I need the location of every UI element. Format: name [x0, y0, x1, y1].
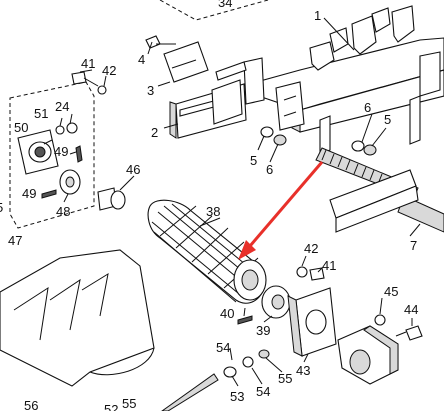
- label-5-left: 5: [250, 153, 257, 168]
- label-55-bottom: 55: [122, 396, 136, 411]
- grease-fitting-51: [55, 122, 78, 135]
- label-34: 34: [218, 0, 232, 10]
- bracket-2: [169, 57, 265, 139]
- bolt-4: [145, 35, 176, 49]
- bracket-slotted: [275, 81, 305, 131]
- label-7: 7: [410, 238, 417, 253]
- label-1: 1: [314, 8, 321, 23]
- label-2: 2: [151, 125, 158, 140]
- bolt-44: [395, 325, 423, 341]
- label-41-upper: 41: [81, 56, 95, 71]
- label-41-right: 41: [322, 258, 336, 273]
- label-43: 43: [296, 363, 310, 378]
- label-42-upper: 42: [102, 63, 116, 78]
- label-46: 46: [126, 162, 140, 177]
- bearing-housing-50: [17, 129, 59, 175]
- label-4: 4: [138, 52, 145, 67]
- bearing-48: [59, 169, 81, 195]
- pin-40: [237, 315, 253, 325]
- conveyor-belt-56: [0, 249, 155, 387]
- label-54-bottom: 54: [256, 384, 270, 399]
- label-56: 56: [24, 398, 38, 411]
- pin-49: [41, 145, 83, 199]
- label-45: 45: [384, 284, 398, 299]
- label-24: 24: [55, 99, 69, 114]
- threaded-rod-bottom: [161, 373, 219, 411]
- label-39: 39: [256, 323, 270, 338]
- bolt-41-upper: [71, 71, 107, 95]
- bearing-housing-43: [287, 287, 337, 357]
- label-49-upper: 49: [54, 144, 68, 159]
- shaft-stub-46: [97, 187, 126, 211]
- label-48: 48: [56, 204, 70, 219]
- label-53: 53: [230, 389, 244, 404]
- label-6-bottom: 6: [266, 162, 273, 177]
- roller-38: [147, 199, 267, 304]
- hydraulic-motor: [337, 325, 399, 385]
- plate-3: [163, 41, 209, 83]
- label-42-right: 42: [304, 241, 318, 256]
- label-3: 3: [147, 83, 154, 98]
- label-5-edge: 5: [0, 200, 3, 215]
- washers-lower: [223, 349, 270, 378]
- label-52: 52: [104, 402, 118, 411]
- label-44: 44: [404, 302, 418, 317]
- label-49-lower: 49: [22, 186, 36, 201]
- label-50: 50: [14, 120, 28, 135]
- callout-box-34: [159, 0, 269, 21]
- label-51: 51: [34, 106, 48, 121]
- bolt-41-right: [296, 266, 325, 281]
- washer-45: [374, 314, 386, 326]
- nut-washer-lower: [260, 126, 287, 146]
- label-38: 38: [206, 204, 220, 219]
- nut-washer-upper: [351, 140, 377, 156]
- leader-lines: [43, 17, 421, 387]
- label-6-top: 6: [364, 100, 371, 115]
- label-47: 47: [8, 233, 22, 248]
- red-arrow-pointer: [238, 161, 324, 260]
- label-40: 40: [220, 306, 234, 321]
- bearing-39: [261, 285, 291, 319]
- label-5-right: 5: [384, 112, 391, 127]
- side-plate: [329, 169, 419, 233]
- label-55-right: 55: [278, 371, 292, 386]
- label-54-top: 54: [216, 340, 230, 355]
